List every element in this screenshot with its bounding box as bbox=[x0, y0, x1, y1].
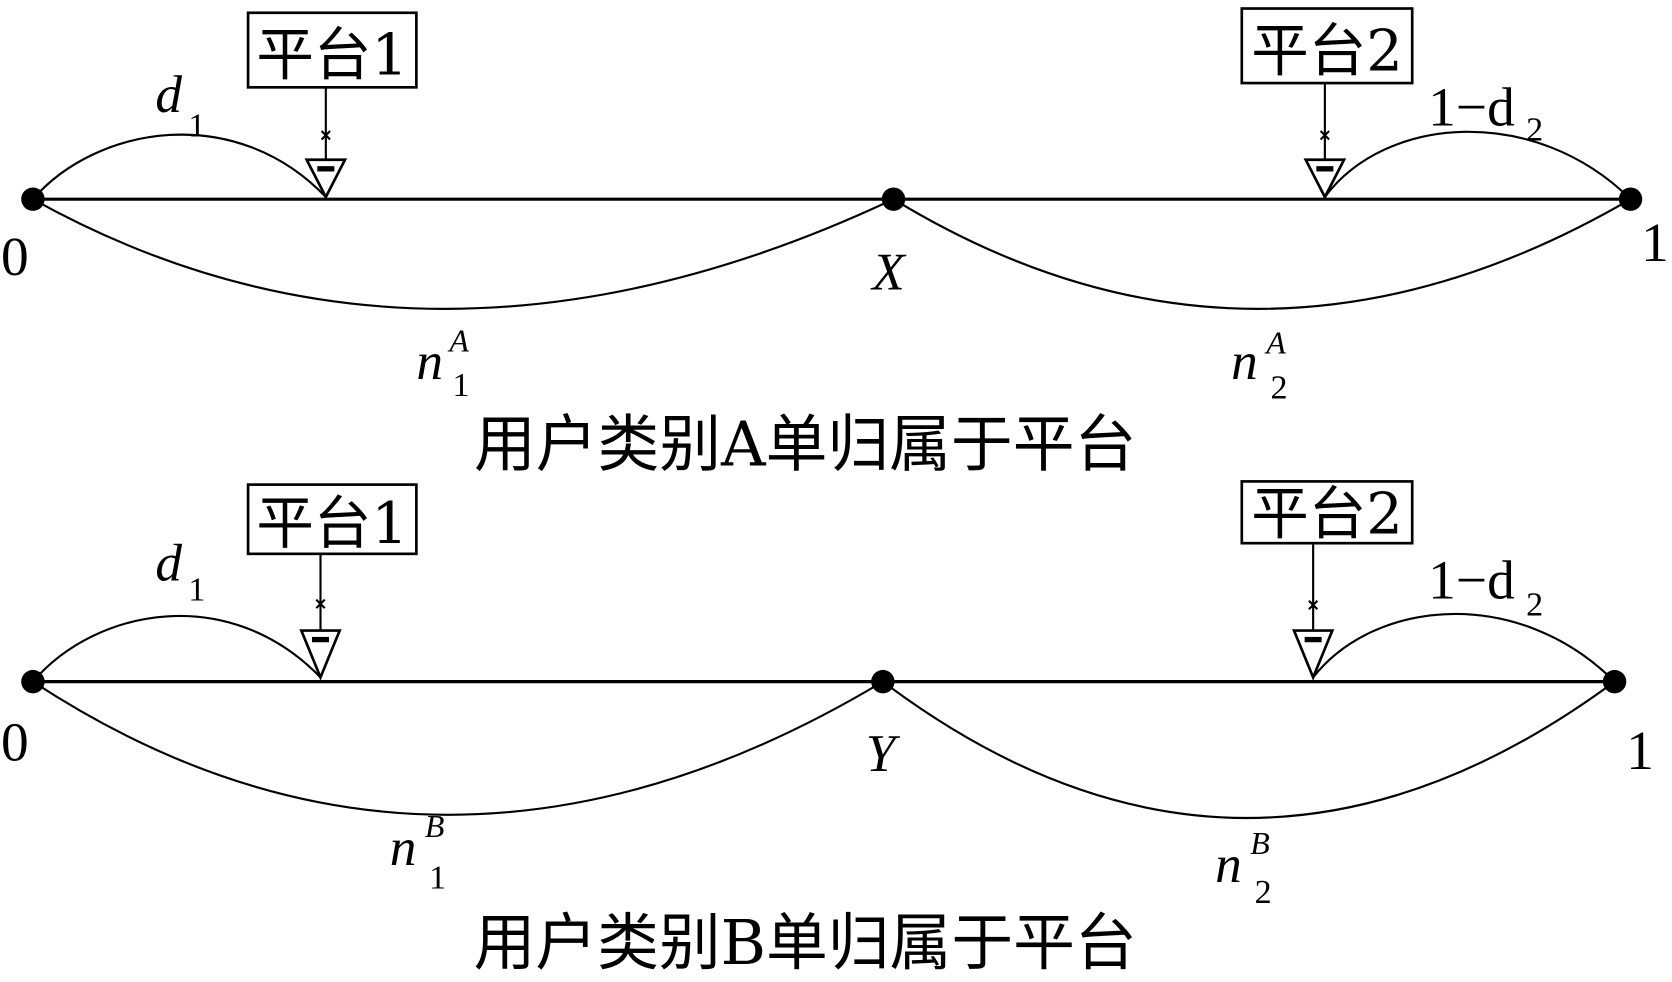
platform-1-cross-mark bbox=[315, 598, 326, 609]
panel-a-caption: 用户类别A单归属于平台 bbox=[474, 408, 1136, 480]
d2-distance-arc bbox=[1312, 612, 1616, 683]
platform-1-marker-bar bbox=[317, 166, 335, 172]
left-endpoint-dot bbox=[21, 669, 45, 694]
boundary-label: Y bbox=[866, 724, 901, 783]
n1-share-arc bbox=[32, 198, 894, 310]
n1-subscript: 1 bbox=[453, 367, 470, 404]
d2-subscript: 2 bbox=[1526, 587, 1543, 624]
platform-1-box bbox=[246, 483, 418, 556]
platform-2-label: 平台2 bbox=[1251, 481, 1403, 548]
platform-2-label: 平台2 bbox=[1251, 17, 1403, 84]
panel-a: 平台1 平台2 d 1 1−d 2 0 X 1 n A bbox=[1, 7, 1669, 480]
n2-label: n bbox=[1215, 835, 1242, 894]
indifferent-user-dot bbox=[871, 669, 895, 694]
n2-subscript: 2 bbox=[1271, 369, 1288, 406]
n2-superscript: B bbox=[1250, 826, 1270, 861]
platform-1-location-marker bbox=[304, 158, 348, 200]
n2-label: n bbox=[1231, 332, 1258, 391]
d2-label: 1−d bbox=[1428, 77, 1515, 138]
indifferent-user-dot bbox=[881, 187, 906, 211]
platform-1-box bbox=[246, 11, 418, 89]
platform-2-location-marker bbox=[1303, 158, 1347, 200]
d2-label: 1−d bbox=[1428, 550, 1515, 611]
right-endpoint-dot bbox=[1602, 669, 1627, 694]
d2-subscript: 2 bbox=[1526, 112, 1543, 149]
d1-distance-arc bbox=[32, 614, 322, 683]
platform-2-cross-mark bbox=[1319, 130, 1330, 141]
n2-subscript: 2 bbox=[1255, 874, 1272, 911]
left-endpoint-label: 0 bbox=[1, 711, 29, 772]
platform-2-box bbox=[1240, 480, 1414, 545]
d1-subscript: 1 bbox=[188, 107, 205, 144]
left-endpoint-dot bbox=[21, 187, 45, 211]
n2-share-arc bbox=[882, 680, 1616, 820]
platform-1-cross-mark bbox=[320, 130, 331, 141]
platform-2-cross-mark bbox=[1308, 599, 1319, 610]
d1-label: d bbox=[155, 65, 182, 124]
platform-2-marker-bar bbox=[1304, 636, 1322, 643]
platform-2-marker-bar bbox=[1316, 166, 1334, 172]
panel-b: 平台1 平台2 d 1 1−d 2 0 Y 1 n B bbox=[1, 480, 1654, 979]
n2-superscript: A bbox=[1264, 326, 1286, 361]
n1-share-arc bbox=[32, 680, 884, 816]
panel-b-caption: 用户类别B单归属于平台 bbox=[474, 907, 1137, 979]
d1-distance-arc bbox=[32, 133, 327, 200]
n1-label: n bbox=[390, 818, 417, 877]
right-endpoint-dot bbox=[1618, 187, 1643, 211]
d1-label: d bbox=[155, 533, 182, 592]
platform-2-location-marker bbox=[1291, 629, 1335, 681]
n1-subscript: 1 bbox=[429, 859, 446, 896]
n1-superscript: A bbox=[447, 323, 469, 358]
platform-2-box bbox=[1240, 7, 1414, 85]
platform-1-label: 平台1 bbox=[256, 490, 408, 557]
boundary-label: X bbox=[870, 243, 907, 302]
n2-share-arc bbox=[892, 198, 1632, 310]
right-endpoint-label: 1 bbox=[1626, 720, 1654, 781]
d2-distance-arc bbox=[1324, 130, 1632, 200]
n1-label: n bbox=[416, 332, 443, 391]
d1-subscript: 1 bbox=[188, 572, 205, 609]
platform-1-marker-bar bbox=[311, 636, 330, 643]
platform-1-label: 平台1 bbox=[256, 22, 408, 89]
right-endpoint-label: 1 bbox=[1641, 212, 1669, 273]
n1-superscript: B bbox=[425, 809, 445, 844]
left-endpoint-label: 0 bbox=[1, 226, 29, 287]
platform-1-location-marker bbox=[299, 629, 342, 681]
